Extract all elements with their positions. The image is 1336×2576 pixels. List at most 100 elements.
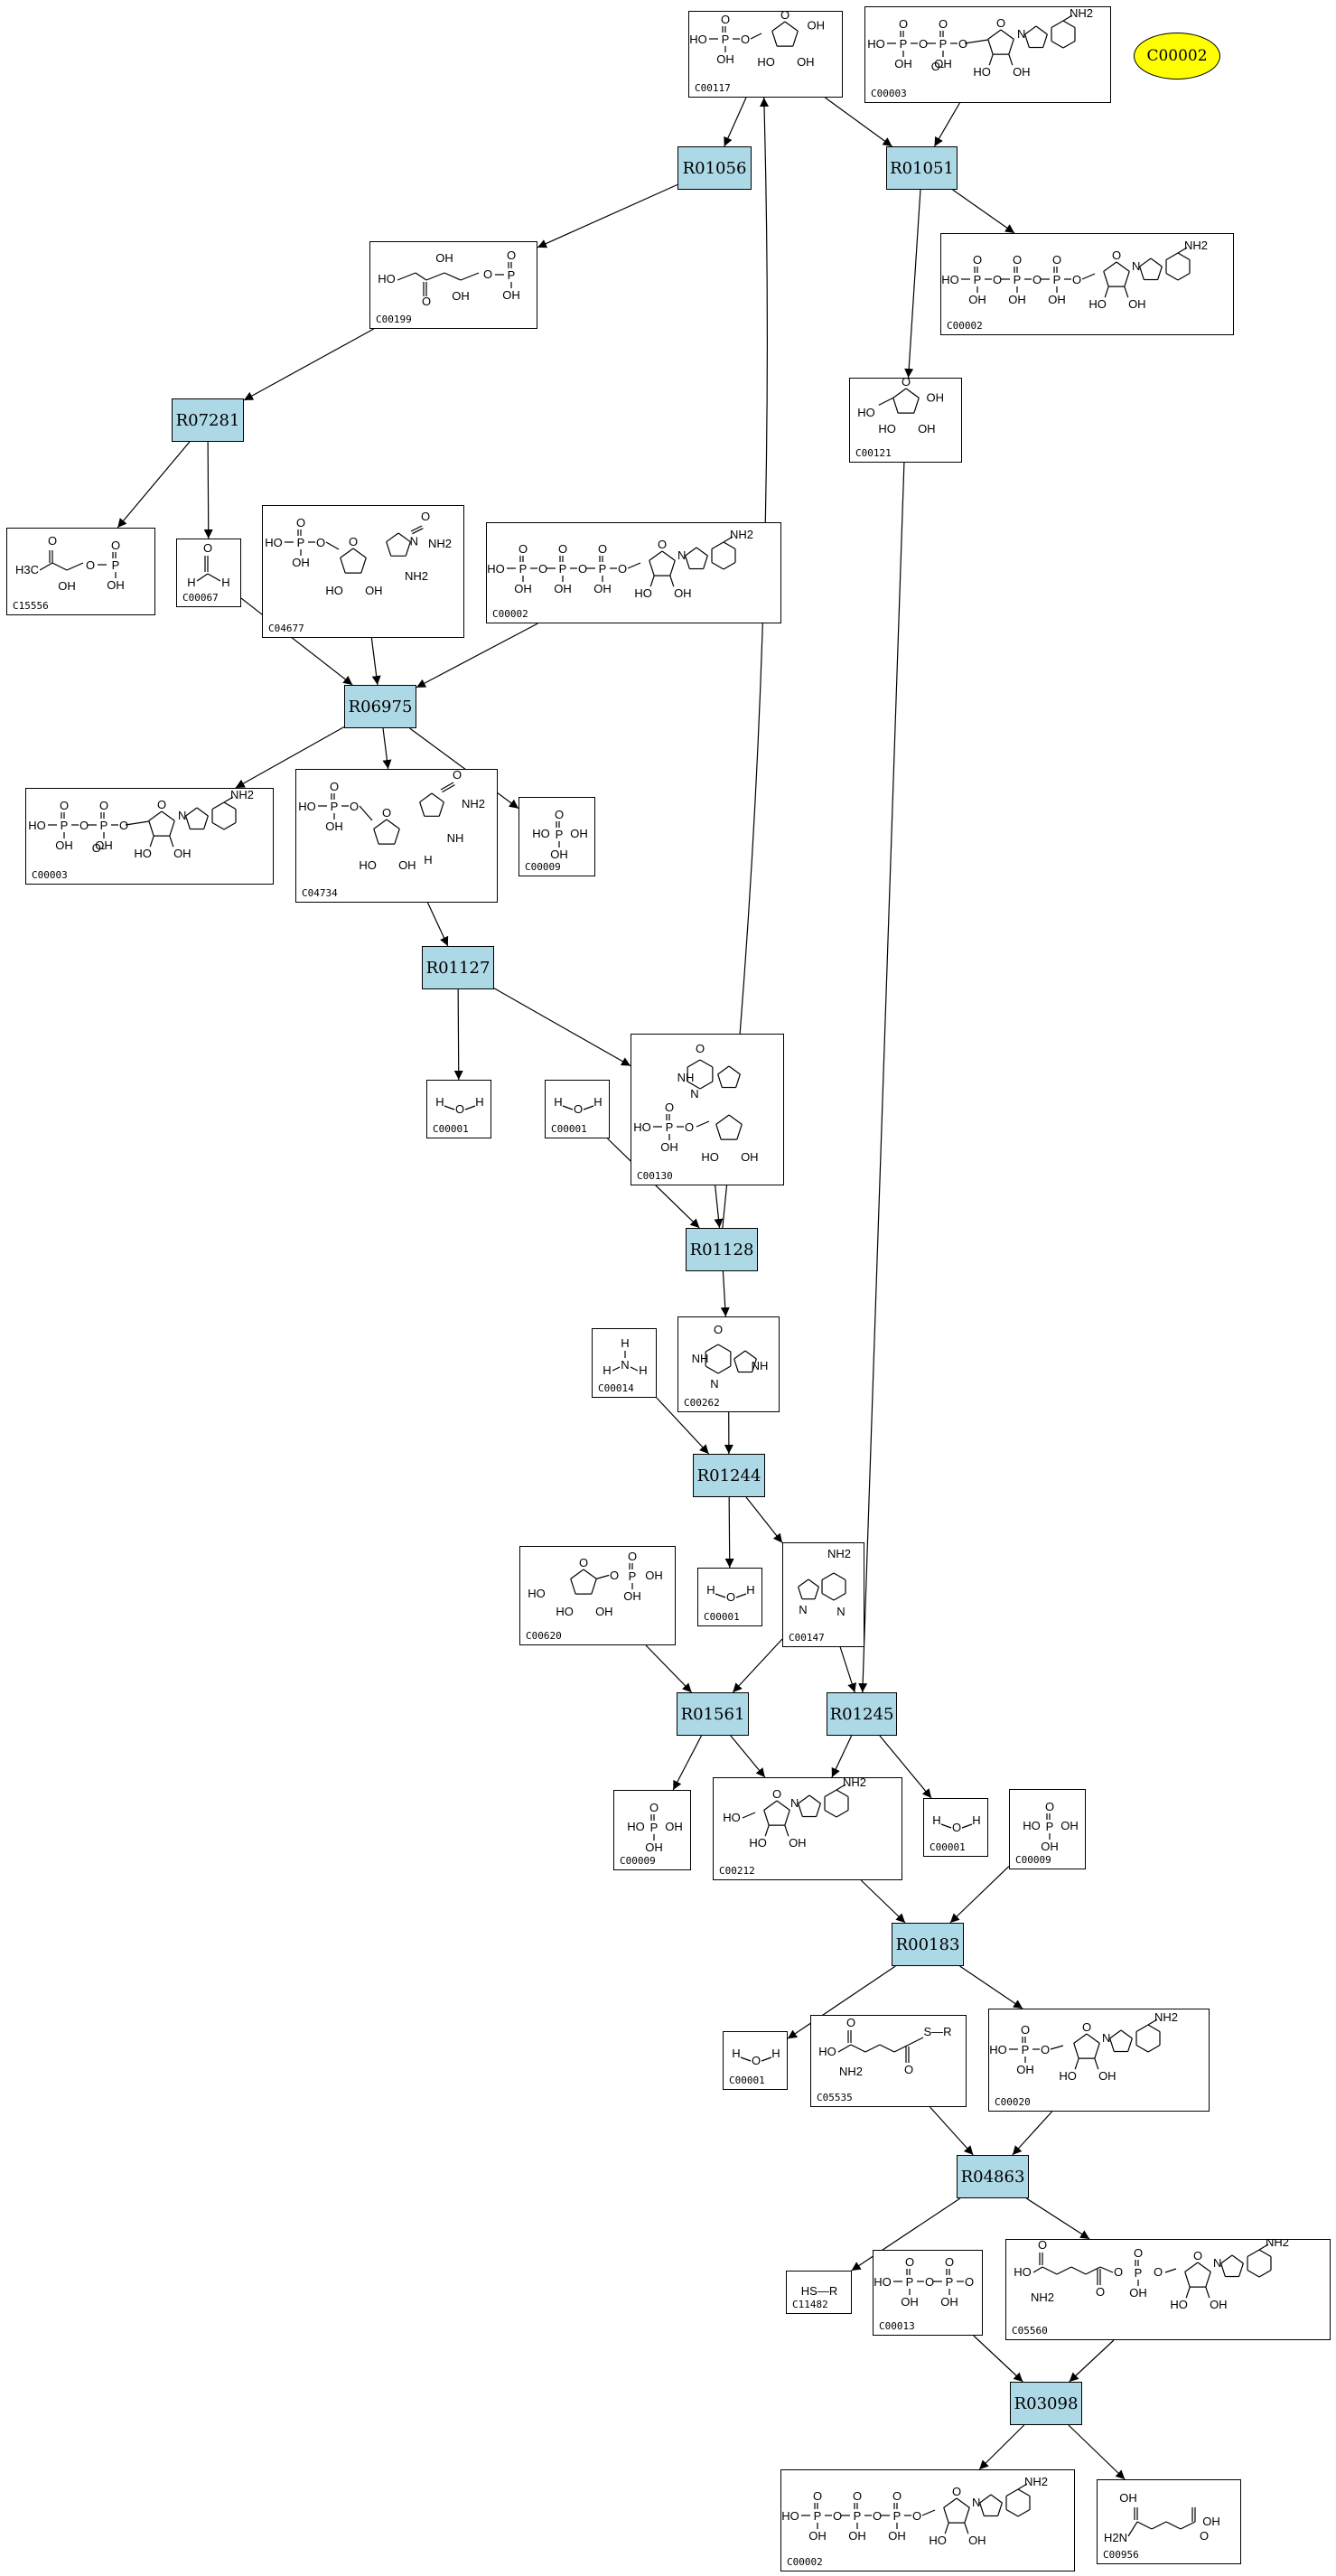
reaction-node-r04863[interactable]: R04863: [957, 2155, 1029, 2198]
nitrogen-atom: N: [799, 1603, 807, 1616]
hydroxyl-label: OH: [1013, 65, 1031, 79]
reaction-node-r01051[interactable]: R01051: [886, 146, 958, 190]
carbonyl-oxygen: O: [1096, 2285, 1105, 2299]
nitrogen-atom: N: [972, 2496, 980, 2509]
carbonyl-oxygen: O: [48, 534, 57, 548]
bridge-oxygen: O: [578, 562, 587, 576]
hydroxyl-label: HO: [487, 562, 505, 576]
bridge-oxygen: O: [873, 2509, 882, 2523]
reaction-node-r01244[interactable]: R01244: [693, 1454, 765, 1497]
hydroxyl-label: HO: [941, 273, 959, 286]
reaction-node-r06975[interactable]: R06975: [344, 685, 416, 728]
hydrogen-atom: H: [424, 853, 432, 866]
compound-id-label: C00002: [787, 2556, 823, 2568]
nitrogen-atom: N: [836, 1605, 845, 1618]
edge-r04863-to-c11482: [851, 2197, 961, 2272]
hydroxyl-label: HO: [134, 847, 152, 860]
edge-c4677-to-r06975: [370, 637, 381, 686]
hydrogen-atom: H: [603, 1363, 611, 1377]
edge-c212-to-r00183: [860, 1879, 906, 1924]
oxygen-atom: O: [952, 1821, 961, 1834]
bridge-oxygen: O: [538, 562, 547, 576]
reaction-node-r00183[interactable]: R00183: [892, 1923, 964, 1966]
compound-id-label: C15556: [13, 600, 49, 612]
hydroxyl-label: HO: [749, 1836, 767, 1850]
methyl-label: H3C: [15, 563, 39, 576]
reaction-node-r01561[interactable]: R01561: [677, 1692, 749, 1736]
edge-r06975-to-c3b: [235, 726, 345, 789]
edge-c3a-to-r01051: [933, 102, 960, 147]
ring-oxygen: O: [382, 806, 391, 820]
phosphorus-atom: P: [854, 2509, 862, 2523]
reaction-node-r01245[interactable]: R01245: [827, 1692, 897, 1736]
ring-oxygen: O: [1082, 2020, 1091, 2034]
structure-drawing: HOH: [732, 2047, 780, 2067]
oxygen-atom: O: [330, 780, 339, 793]
hydroxyl-label: HO: [989, 2043, 1007, 2056]
compound-id-label: C00002: [492, 608, 528, 620]
reaction-node-r01127[interactable]: R01127: [422, 946, 494, 989]
reaction-node-r03098[interactable]: R03098: [1010, 2382, 1082, 2425]
compound-id-label: C00002: [947, 320, 983, 332]
edge-c13-to-r03098: [973, 2335, 1023, 2383]
edge-c121-to-r01245: [858, 462, 905, 1693]
bridge-oxygen: O: [1072, 273, 1081, 286]
bridge-oxygen: O: [1041, 2043, 1050, 2056]
amine-label: NH2: [1031, 2290, 1054, 2304]
reaction-node-r07281[interactable]: R07281: [172, 398, 244, 442]
edge-r04863-to-c5560: [1025, 2197, 1090, 2240]
hydroxyl-label: OH: [968, 2534, 986, 2547]
hydrogen-atom: H: [746, 1583, 754, 1597]
hydroxyl-label: HO: [1088, 297, 1107, 311]
edge-r06975-to-c9a: [409, 727, 519, 810]
reaction-node-r01128[interactable]: R01128: [686, 1228, 758, 1271]
hydrogen-atom: H: [932, 1813, 940, 1827]
edge-r03098-to-c956: [1068, 2424, 1126, 2480]
bridge-oxygen: O: [86, 558, 95, 572]
hydroxyl-label: HO: [28, 819, 46, 832]
oxygen-atom: O: [558, 542, 567, 556]
highlighted-compound-badge[interactable]: C00002: [1134, 33, 1220, 80]
hydroxyl-label: HO: [723, 1811, 741, 1824]
compound-id-label: C00009: [525, 861, 561, 873]
reaction-node-r01056[interactable]: R01056: [677, 146, 752, 190]
structure-drawing: HOH: [932, 1813, 980, 1834]
oxygen-atom: O: [892, 2489, 902, 2503]
